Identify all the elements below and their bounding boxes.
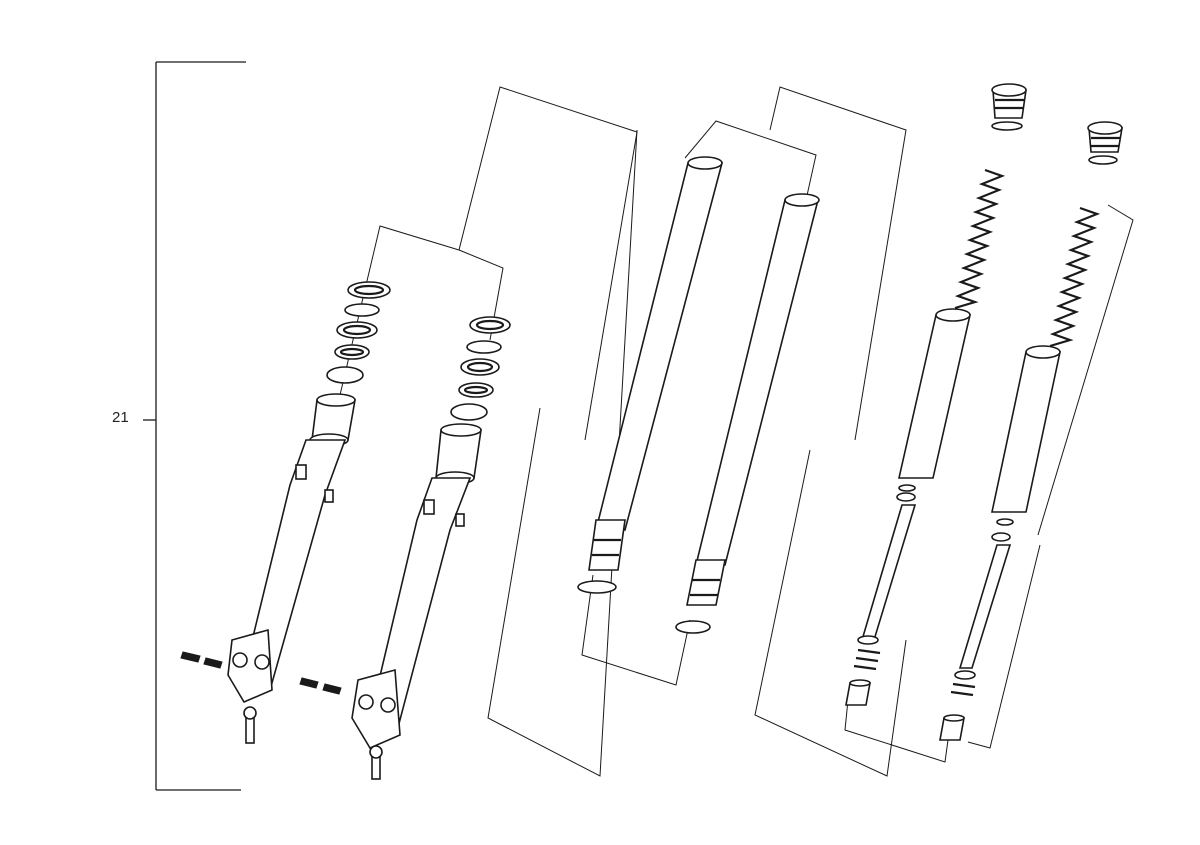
fork-cap-right <box>1087 121 1123 165</box>
tube-group-frame-inner <box>581 120 817 686</box>
fork-spring-right <box>1049 206 1101 348</box>
callout-bracket <box>143 61 246 791</box>
damper-rod-left <box>845 308 972 706</box>
fork-slider-right <box>299 316 511 780</box>
inner-tube-left <box>577 156 724 594</box>
fork-slider-left <box>180 281 391 744</box>
callout-number: 21 <box>112 409 129 426</box>
damper-rod-right <box>939 345 1061 741</box>
damper-group-frame <box>754 86 1134 777</box>
fork-cap-left <box>991 83 1027 131</box>
fork-spring-left <box>954 168 1006 310</box>
inner-tube-right <box>675 193 820 634</box>
tube-group-frame-outer <box>458 86 638 777</box>
